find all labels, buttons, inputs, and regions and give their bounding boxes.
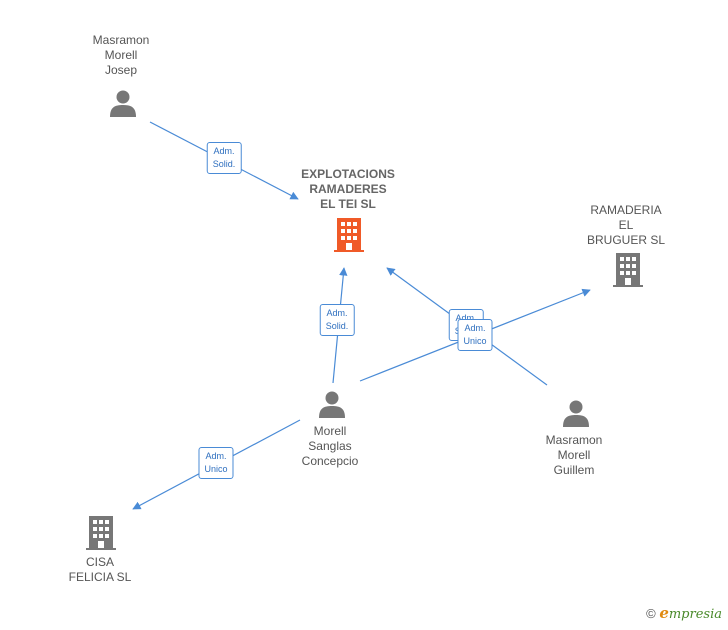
edge-label-e1: Adm. Solid.: [206, 142, 242, 174]
person-icon-josep[interactable]: [110, 90, 136, 118]
building-icon-explotacions[interactable]: [334, 218, 364, 252]
person-icon-guillem[interactable]: [563, 400, 589, 428]
node-label-ramaderia[interactable]: RAMADERIA EL BRUGUER SL: [586, 203, 666, 247]
node-label-concepcio[interactable]: Morell Sanglas Concepcio: [301, 424, 359, 468]
node-label-cisa[interactable]: CISA FELICIA SL: [68, 555, 132, 584]
building-icon-cisa[interactable]: [86, 516, 116, 550]
node-label-guillem[interactable]: Masramon Morell Guillem: [545, 433, 603, 477]
edge-label-e5: Adm. Unico: [198, 447, 234, 479]
edge-label-e4: Adm. Unico: [457, 319, 493, 351]
copyright-symbol: ©: [646, 606, 656, 621]
node-label-explotacions[interactable]: EXPLOTACIONS RAMADERES EL TEI SL: [301, 167, 395, 211]
edge-label-e2: Adm. Solid.: [319, 304, 355, 336]
building-icon-ramaderia[interactable]: [613, 253, 643, 287]
brand-logo: empresia: [659, 604, 722, 622]
person-icon-concepcio[interactable]: [319, 391, 345, 419]
copyright-notice: © empresia: [646, 604, 722, 622]
node-label-josep[interactable]: Masramon Morell Josep: [92, 33, 150, 77]
